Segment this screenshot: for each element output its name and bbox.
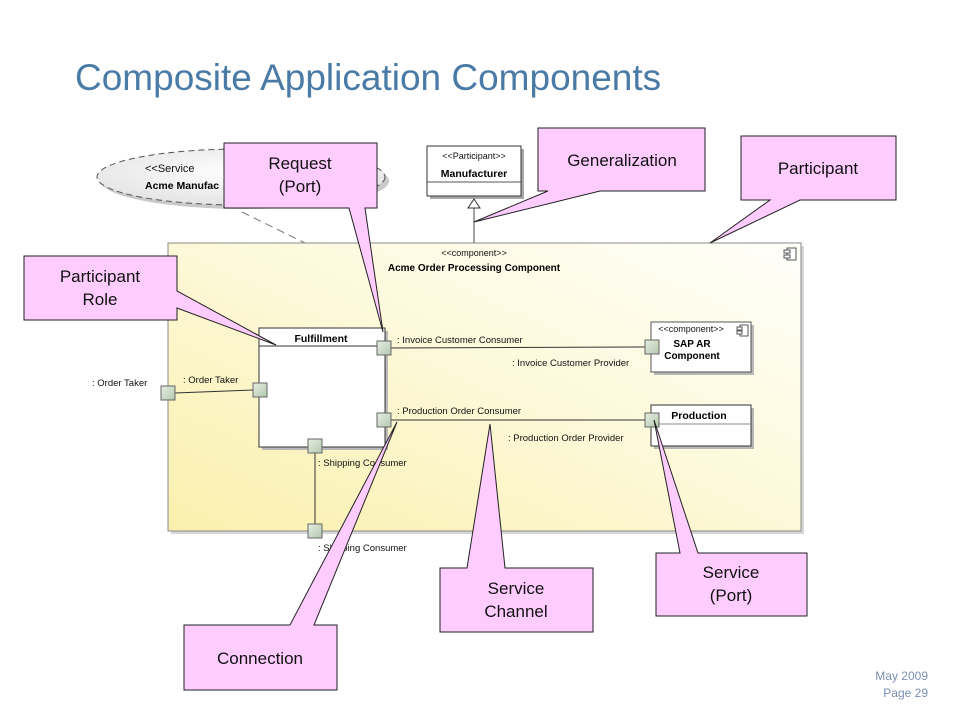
callout-participant-role: Participant Role: [23, 255, 277, 346]
invoice-connector: [390, 346, 646, 349]
production-part: Production: [650, 404, 754, 449]
callout-participant-text: Participant: [778, 159, 859, 178]
callout-service-port: Service (Port): [653, 419, 808, 617]
callout-service-channel-line1: Service: [488, 579, 545, 598]
production-consumer-label: : Production Order Consumer: [397, 406, 521, 417]
callout-service-port-line2: (Port): [710, 586, 753, 605]
callout-service-channel-line2: Channel: [484, 602, 547, 621]
order-taker-outer-port: [160, 385, 176, 401]
sap-ar-name-line1: SAP AR: [673, 339, 711, 350]
callout-connection: Connection: [183, 421, 398, 691]
invoice-consumer-label: : Invoice Customer Consumer: [397, 335, 523, 346]
callout-participant: Participant: [709, 135, 897, 244]
sap-ar-component: <<component>> SAP AR Component: [650, 321, 754, 375]
callout-participant-role-line1: Participant: [60, 267, 141, 286]
invoice-provider-port: [644, 339, 660, 355]
production-provider-port: [644, 412, 660, 428]
callout-generalization: Generalization: [473, 127, 706, 223]
sap-ar-name-line2: Component: [664, 351, 720, 362]
generalization-arrowhead: [467, 198, 481, 209]
manufacturer-class: <<Participant>> Manufacturer: [426, 145, 524, 199]
manufacturer-stereotype: <<Participant>>: [442, 151, 506, 161]
order-taker-inner-port: [252, 382, 268, 398]
manufacturer-name: Manufacturer: [441, 168, 508, 180]
dependency-dashed-line: [241, 211, 308, 245]
invoice-consumer-port: [376, 340, 392, 356]
shipping-inner-label: : Shipping Consumer: [318, 458, 407, 469]
production-consumer-port: [376, 412, 392, 428]
fulfillment-name: Fulfillment: [294, 333, 348, 345]
service-contract-stereotype: <<Service: [145, 163, 195, 175]
footer-page-number: Page 29: [883, 686, 928, 700]
invoice-provider-label: : Invoice Customer Provider: [512, 358, 629, 369]
service-contract-name: Acme Manufac: [145, 180, 219, 192]
callout-generalization-text: Generalization: [567, 151, 677, 170]
shipping-outer-label: : Shipping Consumer: [318, 543, 407, 554]
shipping-inner-port: [307, 438, 323, 454]
sap-ar-stereotype: <<component>>: [658, 324, 724, 334]
component-icon: [783, 247, 797, 261]
component-stereotype: <<component>>: [441, 248, 507, 258]
order-taker-connector: [174, 389, 254, 394]
production-name: Production: [671, 410, 726, 422]
slide-title: Composite Application Components: [75, 57, 661, 98]
sap-ar-component-icon: [736, 324, 749, 337]
callout-service-port-line1: Service: [703, 563, 760, 582]
callout-connection-text: Connection: [217, 649, 303, 668]
shipping-outer-port: [307, 523, 323, 539]
footer-date: May 2009: [875, 669, 928, 683]
callout-service-channel: Service Channel: [439, 423, 594, 633]
component-name: Acme Order Processing Component: [388, 263, 561, 274]
callout-request-line2: (Port): [279, 177, 322, 196]
acme-order-processing-component: <<component>> Acme Order Processing Comp…: [167, 242, 804, 534]
production-provider-label: : Production Order Provider: [508, 433, 624, 444]
callout-participant-role-line2: Role: [83, 290, 118, 309]
order-taker-outer-label: : Order Taker: [92, 378, 147, 389]
callout-request-line1: Request: [268, 154, 332, 173]
callout-request-port: Request (Port): [223, 142, 384, 333]
fulfillment-part: Fulfillment: [258, 327, 388, 450]
order-taker-inner-label: : Order Taker: [183, 375, 238, 386]
